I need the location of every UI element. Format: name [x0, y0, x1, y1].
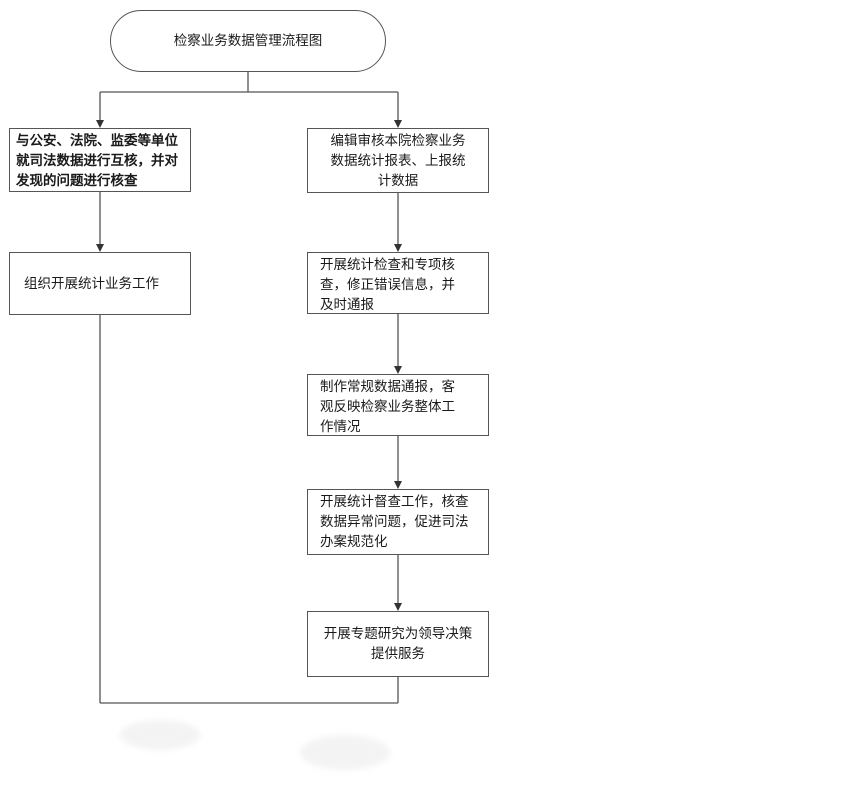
scan-artifact: [300, 735, 390, 770]
scan-artifact: [120, 720, 200, 750]
step-text: 与公安、法院、监委等单位 就司法数据进行互核，并对 发现的问题进行核查: [16, 133, 178, 189]
step-node-cross-check: 与公安、法院、监委等单位 就司法数据进行互核，并对 发现的问题进行核查: [9, 128, 191, 192]
step-node-organize-work: 组织开展统计业务工作: [9, 252, 191, 315]
step-text: 开展专题研究为领导决策 提供服务: [323, 626, 473, 662]
step-node-special-research: 开展专题研究为领导决策 提供服务: [307, 611, 489, 677]
step-node-statistical-check: 开展统计检查和专项核 查，修正错误信息，并 及时通报: [307, 252, 489, 314]
step-text: 组织开展统计业务工作: [24, 275, 159, 292]
flowchart-title-node: 检察业务数据管理流程图: [110, 10, 386, 72]
step-node-supervision: 开展统计督查工作，核查 数据异常问题，促进司法 办案规范化: [307, 489, 489, 555]
step-node-edit-review: 编辑审核本院检察业务 数据统计报表、上报统 计数据: [307, 128, 489, 193]
step-node-data-report: 制作常规数据通报，客 观反映检察业务整体工 作情况: [307, 374, 489, 436]
step-text: 开展统计检查和专项核 查，修正错误信息，并 及时通报: [320, 257, 455, 313]
step-text: 编辑审核本院检察业务 数据统计报表、上报统 计数据: [330, 133, 466, 189]
flowchart-title: 检察业务数据管理流程图: [173, 33, 323, 49]
step-text: 开展统计督查工作，核查 数据异常问题，促进司法 办案规范化: [320, 494, 469, 550]
step-text: 制作常规数据通报，客 观反映检察业务整体工 作情况: [320, 379, 455, 435]
